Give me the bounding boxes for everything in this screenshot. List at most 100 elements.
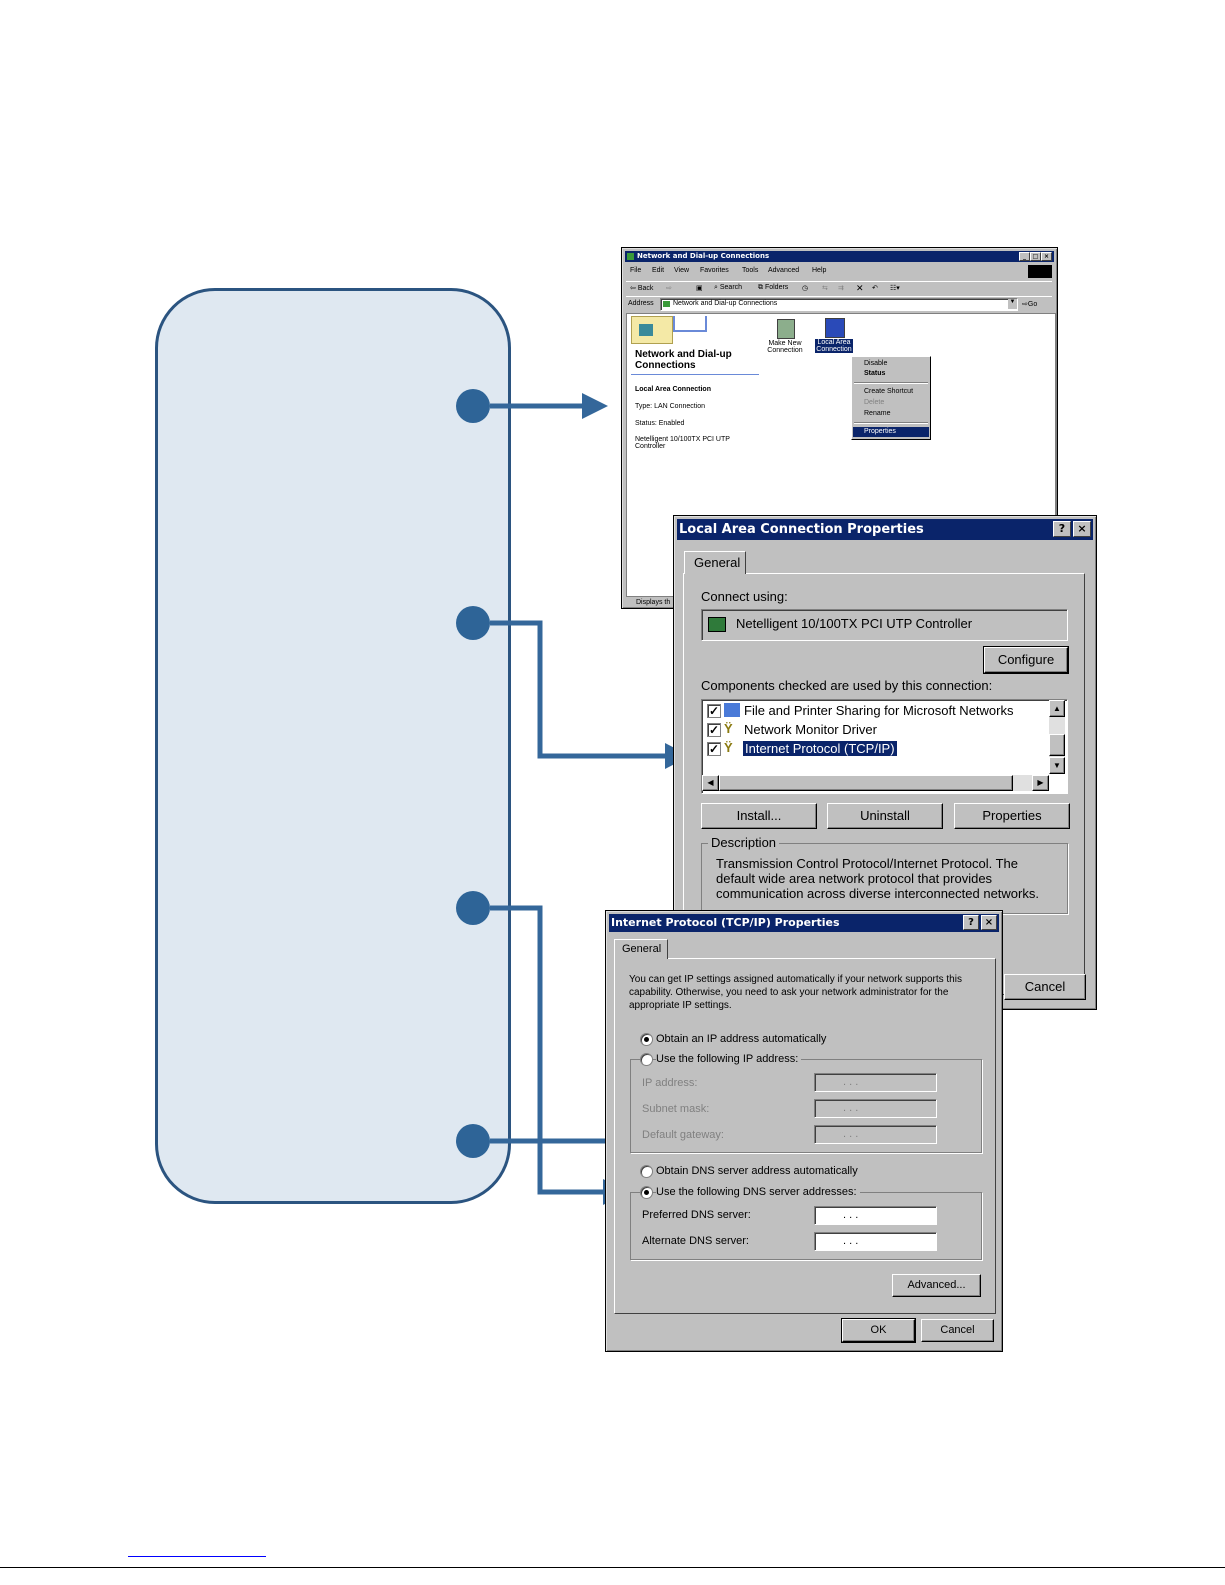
forward-button[interactable]: ⇨ [666,285,672,292]
component-checkbox-3[interactable]: ✓ [707,742,721,756]
menu-divider [854,382,928,384]
make-new-connection-label[interactable]: Make New Connection [767,340,803,354]
lac-tab-general[interactable]: General [684,551,746,574]
tcpip-protocol-icon: Ÿ [724,740,733,755]
install-button[interactable]: Install... [701,803,817,829]
info-device: Netelligent 10/100TX PCI UTP Controller [635,436,730,450]
address-folder-icon [663,301,670,307]
menu-item-status[interactable]: Status [864,370,886,377]
obtain-dns-radio[interactable] [640,1165,653,1178]
minimize-button[interactable]: _ [1019,252,1030,261]
footer-link-underline [128,1556,266,1557]
history-icon[interactable]: ◷ [802,285,809,292]
horizontal-scrollbar[interactable]: ◀ ▶ [702,775,1049,791]
views-icon[interactable]: ☷▾ [890,285,900,292]
callout-bullet-3 [456,891,490,925]
callout-bullet-1 [456,389,490,423]
local-area-connection-label[interactable]: Local Area Connection [815,339,853,353]
menu-divider-2 [854,422,928,424]
component-checkbox-1[interactable]: ✓ [707,704,721,718]
default-gateway-field: . . . [814,1125,937,1144]
component-label-2[interactable]: Network Monitor Driver [744,722,877,737]
scroll-thumb[interactable] [1049,734,1065,756]
tcpip-cancel-button[interactable]: Cancel [921,1319,994,1342]
obtain-ip-label[interactable]: Obtain an IP address automatically [656,1033,827,1045]
menu-edit[interactable]: Edit [652,267,665,274]
lac-titlebar: Local Area Connection Properties ? × [677,519,1093,540]
components-list[interactable]: ✓ File and Printer Sharing for Microsoft… [701,699,1068,794]
folders-button[interactable]: ⧉ Folders [758,284,789,291]
local-area-connection-icon[interactable] [825,318,845,338]
tcpip-close-button[interactable]: × [981,915,997,930]
menu-item-rename[interactable]: Rename [864,410,891,417]
arrow-line-2 [490,620,668,759]
maximize-button[interactable]: □ [1030,252,1041,261]
ip-address-group [630,1059,982,1153]
undo-icon[interactable]: ↶ [872,285,878,292]
use-ip-radio[interactable] [640,1053,653,1066]
scroll-down-button[interactable]: ▼ [1049,757,1065,774]
address-dropdown-icon[interactable]: ▼ [1008,299,1017,309]
preferred-dns-field[interactable]: . . . [814,1206,937,1225]
alternate-dns-field[interactable]: . . . [814,1232,937,1251]
lac-properties-dialog: Local Area Connection Properties ? × Gen… [673,515,1097,1010]
search-button[interactable]: ⌕ Search [714,284,743,291]
lac-cancel-button[interactable]: Cancel [1004,974,1086,1000]
info-type: Type: LAN Connection [635,403,706,410]
scroll-right-button[interactable]: ▶ [1032,775,1049,791]
description-text: Transmission Control Protocol/Internet P… [716,856,1039,901]
menu-help[interactable]: Help [812,267,827,274]
horizontal-thumb[interactable] [719,775,1013,791]
callout-bullet-2 [456,606,490,640]
address-input[interactable]: Network and Dial-up Connections ▼ [660,298,1018,311]
menu-item-properties[interactable]: Properties [853,427,929,437]
address-bar: Address Network and Dial-up Connections … [626,296,1052,311]
callout-panel [155,288,511,1204]
info-title: Local Area Connection [635,386,711,393]
obtain-dns-label[interactable]: Obtain DNS server address automatically [656,1165,858,1177]
menu-advanced[interactable]: Advanced [768,267,800,274]
configure-button[interactable]: Configure [983,646,1069,674]
menu-item-create-shortcut[interactable]: Create Shortcut [864,388,914,395]
menu-view[interactable]: View [674,267,690,274]
uninstall-button[interactable]: Uninstall [827,803,943,829]
ok-button[interactable]: OK [841,1318,916,1343]
back-button[interactable]: ⇦ Back [630,285,654,292]
menu-item-delete[interactable]: Delete [864,399,885,406]
use-dns-label[interactable]: Use the following DNS server addresses: [656,1186,860,1198]
move-to-icon[interactable]: ⇆ [822,285,828,292]
properties-button[interactable]: Properties [954,803,1070,829]
obtain-ip-radio[interactable] [640,1033,653,1046]
component-checkbox-2[interactable]: ✓ [707,723,721,737]
heading-divider [631,374,759,375]
menu-favorites[interactable]: Favorites [700,267,729,274]
network-window-title: Network and Dial-up Connections [637,252,770,260]
copy-to-icon[interactable]: ⇉ [838,285,844,292]
toolbar: ⇦ Back ⇨ ▣ ⌕ Search ⧉ Folders ◷ ⇆ ⇉ ✕ ↶ … [626,281,1052,294]
use-dns-radio[interactable] [640,1186,653,1199]
preferred-dns-label: Preferred DNS server: [642,1209,751,1221]
delete-icon[interactable]: ✕ [856,283,864,293]
up-folder-icon[interactable]: ▣ [696,285,703,292]
use-ip-label[interactable]: Use the following IP address: [656,1053,802,1065]
scroll-up-button[interactable]: ▲ [1049,700,1065,717]
close-button[interactable]: × [1041,252,1052,261]
vertical-scrollbar[interactable]: ▲ ▼ [1049,700,1065,774]
tcpip-title: Internet Protocol (TCP/IP) Properties [611,916,840,929]
scroll-left-button[interactable]: ◀ [702,775,719,791]
lac-help-button[interactable]: ? [1053,521,1071,537]
network-card-icon [708,617,726,632]
make-new-connection-icon[interactable] [777,319,795,339]
menu-item-disable[interactable]: Disable [864,360,888,367]
component-label-3[interactable]: Internet Protocol (TCP/IP) [742,740,898,757]
component-label-1[interactable]: File and Printer Sharing for Microsoft N… [744,703,1014,718]
subnet-mask-label: Subnet mask: [642,1103,710,1115]
connect-using-label: Connect using: [701,589,788,604]
menu-file[interactable]: File [630,267,642,274]
advanced-button[interactable]: Advanced... [892,1274,981,1297]
tcpip-help-button[interactable]: ? [963,915,979,930]
go-button[interactable]: ⇨Go [1022,301,1038,308]
menu-tools[interactable]: Tools [742,267,759,274]
tcpip-tab-general[interactable]: General [614,939,668,959]
lac-close-button[interactable]: × [1073,521,1091,537]
